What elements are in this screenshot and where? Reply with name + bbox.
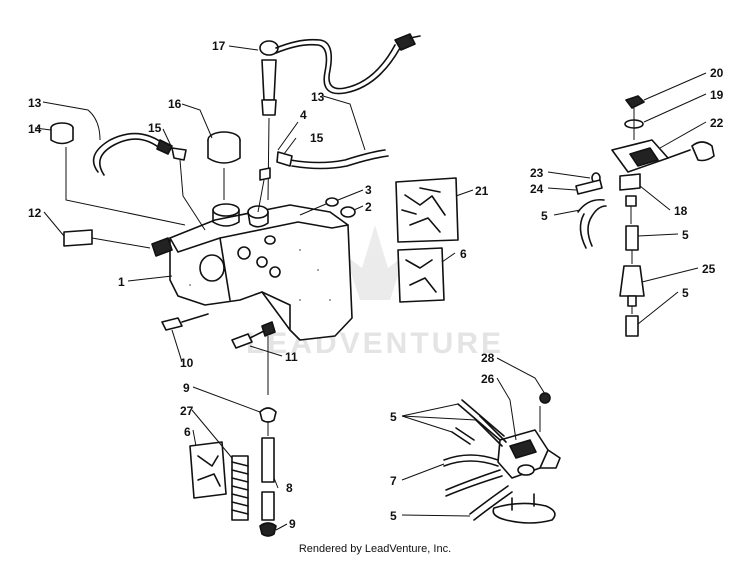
watermark-text: LEADVENTURE: [246, 327, 504, 360]
callout-3: 3: [365, 183, 372, 197]
callout-9-bottom: 9: [289, 517, 296, 531]
cap-14: [50, 122, 186, 226]
callout-6-bottom: 6: [184, 425, 191, 439]
hose-5-right-a: [577, 198, 607, 249]
filler-cap-16: [207, 131, 241, 200]
callout-18: 18: [674, 204, 688, 218]
callout-23: 23: [530, 166, 544, 180]
callout-24: 24: [530, 182, 544, 196]
callout-8: 8: [286, 481, 293, 495]
callout-6-top: 6: [460, 247, 467, 261]
callout-19: 19: [710, 88, 724, 102]
nut-washer-2-3: [299, 197, 356, 218]
leadventure-watermark: LEADVENTURE: [246, 225, 504, 360]
filter-25: [619, 265, 645, 314]
callout-13-right: 13: [311, 90, 325, 104]
callout-15-right: 15: [310, 131, 324, 145]
decal-6-top: [397, 247, 445, 303]
nut-20: [625, 95, 645, 109]
callout-labels: 17 13 16 14 15 13 4 15 3 2 12 1 10 11 9 …: [28, 39, 724, 531]
callout-11: 11: [285, 350, 298, 364]
callout-13-left: 13: [28, 96, 42, 110]
fitting-18: [619, 173, 641, 224]
hose-5-right-b: [625, 225, 639, 264]
fitting-15-left: [171, 147, 206, 231]
spring-27: [231, 455, 249, 521]
callout-27: 27: [180, 404, 194, 418]
washer-19: [624, 108, 644, 140]
callout-5-right-b: 5: [682, 228, 689, 242]
fuel-pump-26: [497, 406, 561, 479]
hose-5-right-c: [625, 315, 639, 337]
hoses-5-pump: [443, 399, 513, 521]
callout-14: 14: [28, 122, 42, 136]
clamp-9-bottom: [259, 522, 277, 537]
vent-hose-13-right: [257, 149, 389, 213]
callout-1: 1: [118, 275, 125, 289]
callout-9-top: 9: [183, 381, 190, 395]
callout-20: 20: [710, 66, 724, 80]
vent-hose-13: [92, 132, 173, 176]
pump-mount: [492, 493, 556, 524]
hose-8: [261, 422, 275, 521]
grommet-28: [539, 392, 551, 404]
callout-7: 7: [390, 474, 397, 488]
bolt-24: [575, 179, 603, 195]
callout-5-right-a: 5: [541, 209, 548, 223]
decal-6-bottom: [189, 441, 227, 499]
clamp-9-top: [259, 407, 277, 423]
callout-12: 12: [28, 206, 42, 220]
callout-28: 28: [481, 351, 495, 365]
callout-26: 26: [481, 372, 495, 386]
fitting-10: [161, 313, 209, 331]
callout-2: 2: [365, 200, 372, 214]
fitting-11: [231, 321, 276, 395]
callout-5-pump-top: 5: [390, 410, 397, 424]
callout-17: 17: [212, 39, 226, 53]
callout-25: 25: [702, 262, 716, 276]
callout-10: 10: [180, 356, 194, 370]
footer-credit: Rendered by LeadVenture, Inc.: [298, 543, 452, 555]
callout-5-pump-bottom: 5: [390, 509, 397, 523]
oil-tank: [151, 203, 353, 341]
callout-21: 21: [475, 184, 489, 198]
callout-15-left: 15: [148, 121, 162, 135]
callout-22: 22: [710, 116, 724, 130]
callout-16: 16: [168, 97, 182, 111]
callout-4: 4: [300, 108, 307, 122]
leader-lines: [34, 45, 707, 531]
decal-21: [395, 177, 459, 243]
callout-5-right-c: 5: [682, 286, 689, 300]
bracket-22: [611, 139, 715, 173]
decal-12: [63, 229, 151, 249]
oil-level-sensor-17: [259, 33, 421, 201]
